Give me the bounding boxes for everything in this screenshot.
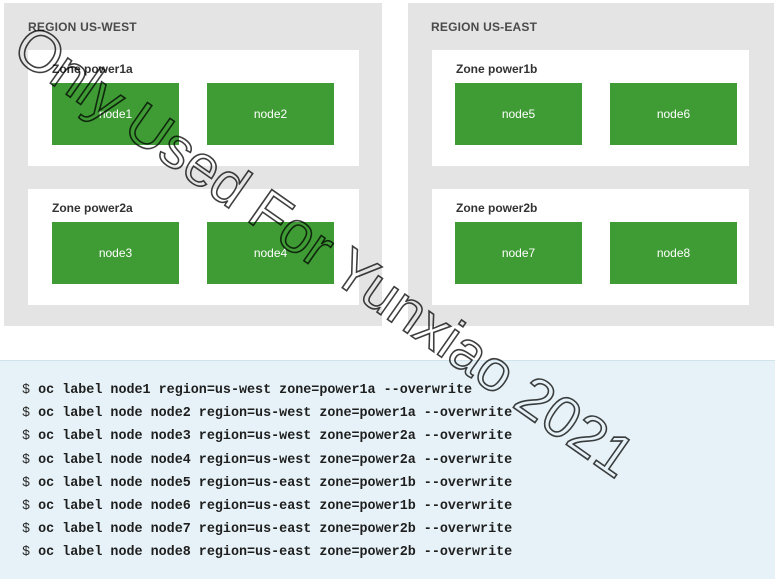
shell-prompt: $: [22, 545, 31, 561]
command-text: oc label node node8 region=us-east zone=…: [38, 545, 513, 561]
zone-power2b: Zone power2b node7 node8: [432, 189, 749, 305]
shell-prompt: $: [22, 383, 31, 398]
command-list: $ oc label node1 region=us-west zone=pow…: [22, 379, 512, 565]
command-line: $ oc label node node7 region=us-east zon…: [22, 518, 512, 541]
zone-title: Zone power1b: [456, 62, 538, 76]
command-line: $ oc label node1 region=us-west zone=pow…: [22, 379, 512, 402]
region-title: REGION US-WEST: [28, 20, 137, 34]
command-text: oc label node node6 region=us-east zone=…: [38, 498, 513, 514]
shell-prompt: $: [22, 452, 31, 468]
shell-prompt: $: [22, 475, 31, 491]
node-box-node5: node5: [455, 83, 582, 145]
command-line: $ oc label node node6 region=us-east zon…: [22, 495, 512, 518]
node-box-node6: node6: [610, 83, 737, 145]
zone-title: Zone power2a: [52, 201, 133, 215]
zone-power1b: Zone power1b node5 node6: [432, 50, 749, 166]
shell-prompt: $: [22, 406, 31, 422]
node-box-node3: node3: [52, 222, 179, 284]
region-us-east: REGION US-EAST Zone power1b node5 node6 …: [408, 3, 774, 326]
region-us-west: REGION US-WEST Zone power1a node1 node2 …: [4, 3, 382, 326]
node-box-node7: node7: [455, 222, 582, 284]
node-box-node4: node4: [207, 222, 334, 284]
command-line: $ oc label node node2 region=us-west zon…: [22, 402, 512, 425]
command-line: $ oc label node node3 region=us-west zon…: [22, 425, 512, 448]
command-line: $ oc label node node5 region=us-east zon…: [22, 472, 512, 495]
node-box-node1: node1: [52, 83, 179, 145]
command-text: oc label node node4 region=us-west zone=…: [38, 452, 513, 468]
command-line: $ oc label node node8 region=us-east zon…: [22, 541, 512, 564]
command-text: oc label node node3 region=us-west zone=…: [38, 429, 513, 445]
region-title: REGION US-EAST: [431, 20, 538, 34]
command-panel: $ oc label node1 region=us-west zone=pow…: [0, 360, 775, 579]
command-text: oc label node node5 region=us-east zone=…: [38, 475, 513, 491]
node-box-node8: node8: [610, 222, 737, 284]
shell-prompt: $: [22, 522, 31, 538]
command-text: oc label node1 region=us-west zone=power…: [38, 383, 473, 398]
zone-title: Zone power1a: [52, 62, 133, 76]
zone-power1a: Zone power1a node1 node2: [28, 50, 359, 166]
command-text: oc label node node2 region=us-west zone=…: [38, 406, 513, 422]
node-box-node2: node2: [207, 83, 334, 145]
shell-prompt: $: [22, 498, 31, 514]
zone-title: Zone power2b: [456, 201, 538, 215]
command-line: $ oc label node node4 region=us-west zon…: [22, 449, 512, 472]
shell-prompt: $: [22, 429, 31, 445]
zone-power2a: Zone power2a node3 node4: [28, 189, 359, 305]
command-text: oc label node node7 region=us-east zone=…: [38, 522, 513, 538]
